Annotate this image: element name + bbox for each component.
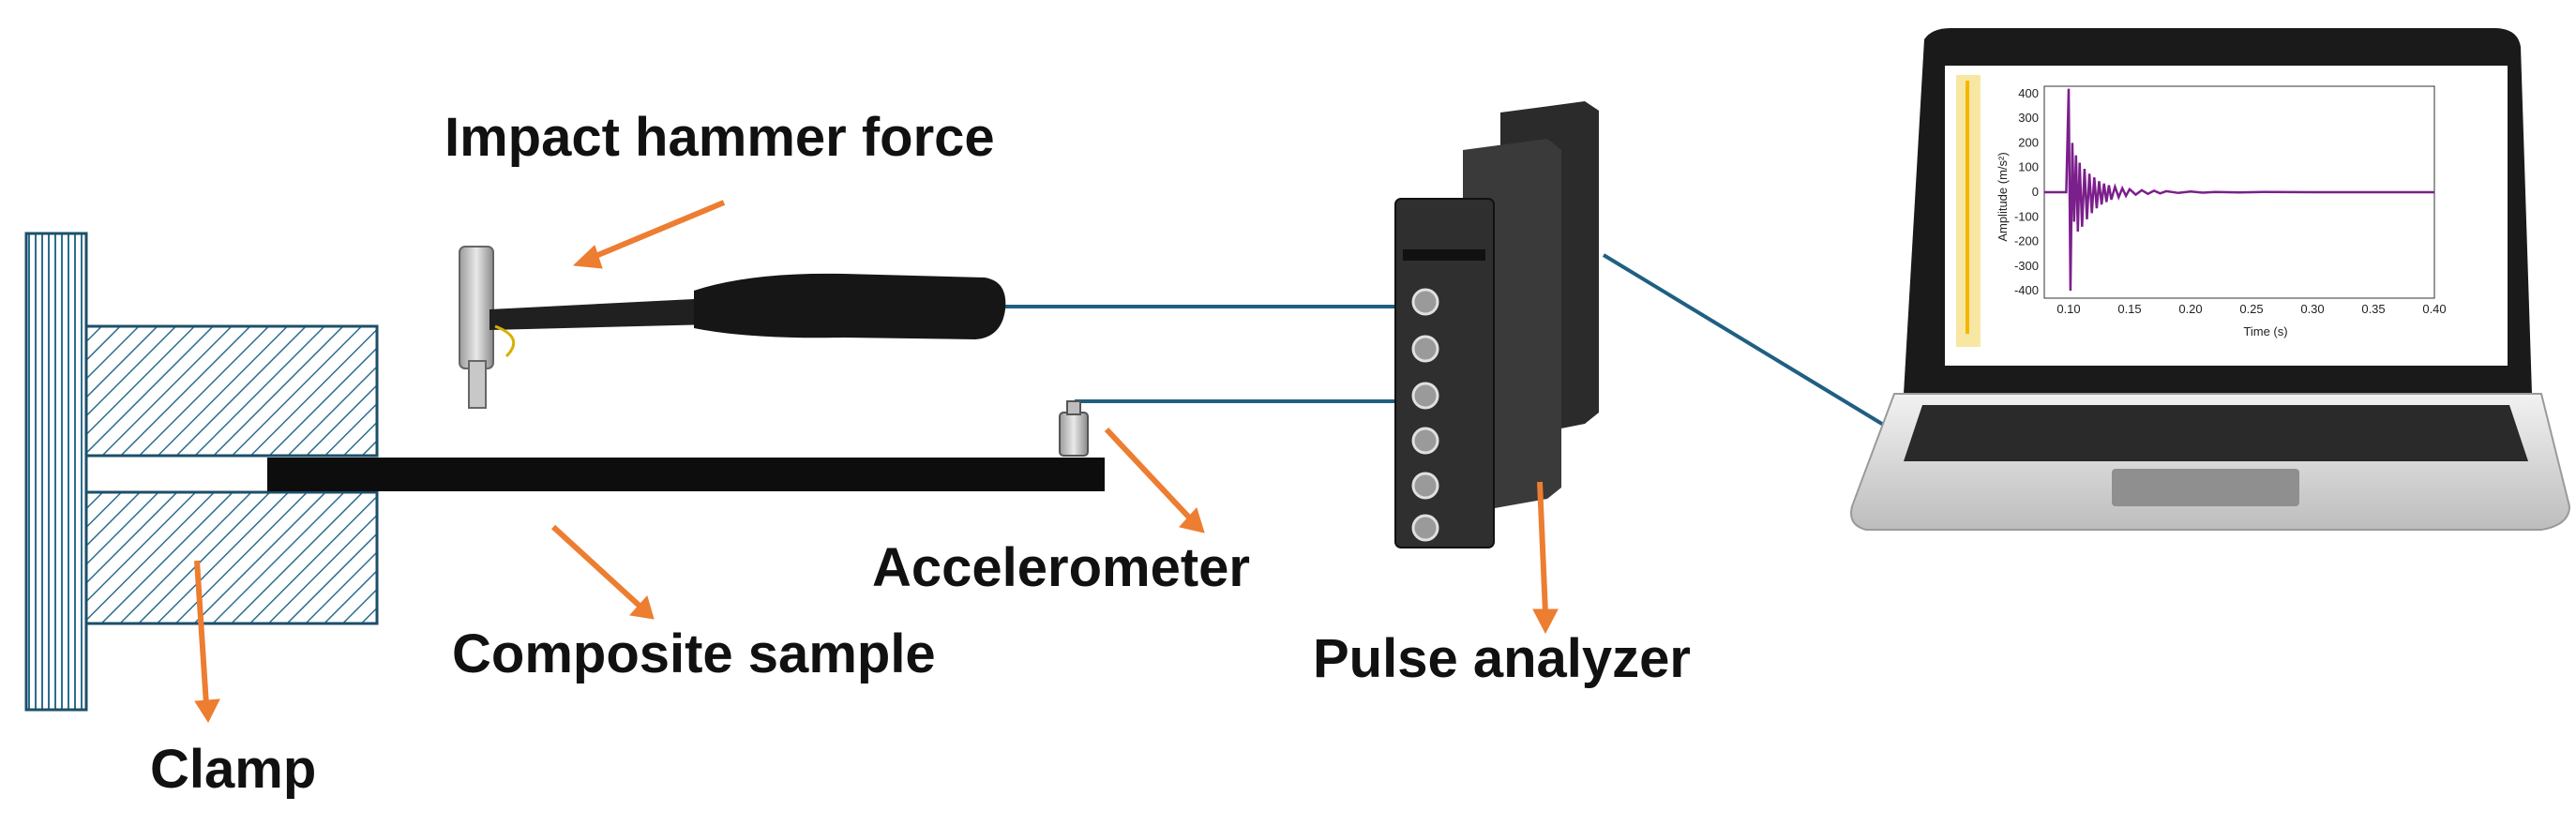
callout-arrows <box>194 200 1559 724</box>
arrow-composite-sample <box>550 524 644 610</box>
y-tick-label: -400 <box>2014 283 2039 297</box>
laptop-icon <box>1850 28 2571 531</box>
analyzer-laptop-cable <box>1602 253 1896 433</box>
x-tick-label: 0.30 <box>2300 302 2324 316</box>
x-tick-label: 0.40 <box>2422 302 2446 316</box>
arrow-accelerometer <box>1104 427 1194 522</box>
y-tick-label: -100 <box>2014 209 2039 223</box>
laptop-screen <box>1945 66 2508 366</box>
y-axis-title: Amplitude (m/s²) <box>1996 152 2010 241</box>
acceleration-plot: 400 300 200 100 0 -100 -200 -300 -400 0.10 0.15 0.2… <box>1956 75 2447 347</box>
label-impact-hammer: Impact hammer force <box>444 107 995 168</box>
y-tick-label: -200 <box>2014 234 2039 248</box>
y-tick-label: 400 <box>2018 86 2039 100</box>
x-tick-label: 0.35 <box>2361 302 2385 316</box>
arrow-clamp <box>194 560 209 706</box>
label-composite-sample: Composite sample <box>452 623 936 684</box>
y-tick-label: 300 <box>2018 111 2039 125</box>
composite-sample-beam <box>267 458 1105 491</box>
label-accelerometer: Accelerometer <box>872 537 1250 598</box>
label-clamp: Clamp <box>150 739 316 800</box>
x-tick-label: 0.20 <box>2178 302 2202 316</box>
wall-plate <box>24 232 88 712</box>
y-tick-label: 0 <box>2032 185 2039 199</box>
y-tick-label: 100 <box>2018 160 2039 174</box>
hammer-icon <box>459 246 1006 409</box>
arrow-pulse-analyzer <box>1537 481 1548 614</box>
x-axis-title: Time (s) <box>2243 324 2287 338</box>
pulse-analyzer-icon <box>1394 101 1599 548</box>
arrow-impact-hammer <box>587 200 726 262</box>
y-tick-label: -300 <box>2014 259 2039 273</box>
x-tick-label: 0.10 <box>2056 302 2080 316</box>
y-tick-label: 200 <box>2018 135 2039 149</box>
accelerometer-cable <box>1075 399 1435 413</box>
label-pulse-analyzer: Pulse analyzer <box>1313 628 1691 689</box>
clamp-jaws <box>84 324 379 625</box>
clamp-upper-jaw <box>84 324 379 458</box>
laptop-touchpad <box>2112 469 2299 506</box>
signal-series-line <box>2044 88 2434 292</box>
x-tick-label: 0.15 <box>2117 302 2141 316</box>
clamp-lower-jaw <box>84 490 379 625</box>
accelerometer-icon <box>1059 400 1089 457</box>
x-tick-label: 0.25 <box>2239 302 2263 316</box>
